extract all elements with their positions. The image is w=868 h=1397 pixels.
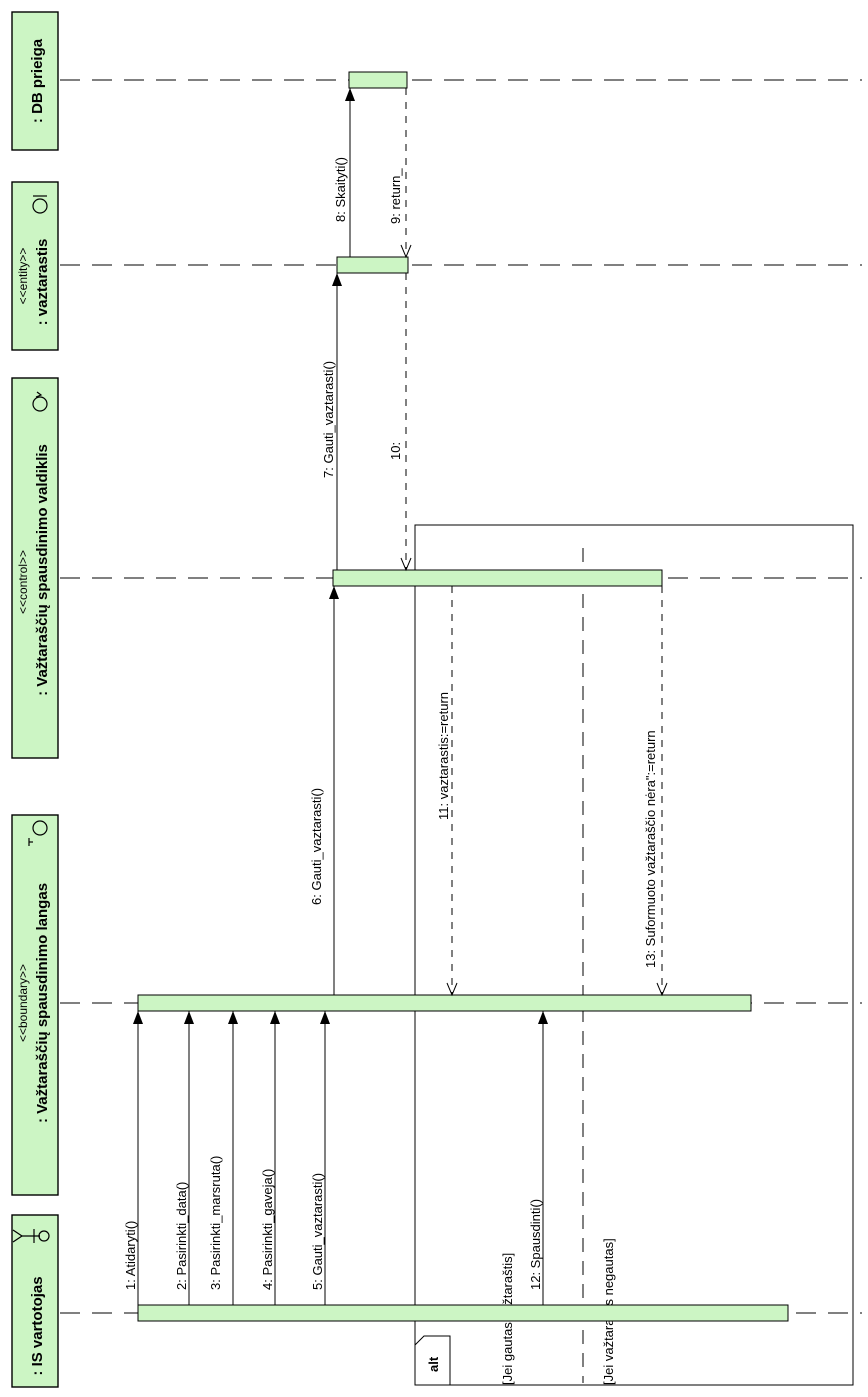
lifeline-head-boundary[interactable]: <<boundary>> : Važtaraščių spausdinimo l… xyxy=(11,814,59,1196)
message-9: 9: return_ xyxy=(388,88,412,259)
boundary-icon xyxy=(28,820,48,846)
activation-actor xyxy=(137,1304,789,1322)
entity-name: : vaztarastis xyxy=(34,239,51,326)
control-name: : Važtaraščių spausdinimo valdiklis xyxy=(34,444,51,696)
message-4: 4: Pasirinkti_gaveja() xyxy=(260,1011,280,1305)
control-stereotype: <<control>> xyxy=(16,550,30,614)
svg-text:3: Pasirinkti_marsruta(): 3: Pasirinkti_marsruta() xyxy=(208,1156,223,1290)
boundary-name: : Važtaraščių spausdinimo langas xyxy=(34,883,51,1123)
svg-text:5: Gauti_vaztarasti(): 5: Gauti_vaztarasti() xyxy=(310,1173,325,1290)
message-5: 5: Gauti_vaztarasti() xyxy=(310,1011,330,1305)
svg-text:13: Suformuoto važtaraščio nėr: 13: Suformuoto važtaraščio nėra":=return xyxy=(643,730,658,968)
message-12: 12: Spausdinti() xyxy=(528,1011,548,1305)
svg-text:6: Gauti_vaztarasti(): 6: Gauti_vaztarasti() xyxy=(309,788,324,905)
alt-tag xyxy=(414,1335,451,1385)
message-1: 1: Atidaryti() xyxy=(123,1011,143,1305)
message-7: 7: Gauti_vaztarasti() xyxy=(321,273,342,570)
svg-text:11: vaztarastis:=return: 11: vaztarastis:=return xyxy=(436,692,451,820)
svg-text:8: Skaityti(): 8: Skaityti() xyxy=(333,157,348,222)
message-13: 13: Suformuoto važtaraščio nėra":=return xyxy=(643,586,668,997)
message-6: 6: Gauti_vaztarasti() xyxy=(309,586,339,995)
lifeline-head-entity[interactable]: <<entity>> : vaztarastis xyxy=(11,181,59,351)
activation-boundary xyxy=(137,994,752,1012)
lifeline-head-db[interactable]: : DB prieiga xyxy=(11,11,59,151)
boundary-stereotype: <<boundary>> xyxy=(16,964,30,1042)
svg-text:1: Atidaryti(): 1: Atidaryti() xyxy=(123,1221,138,1290)
alt-operator: alt xyxy=(426,1356,441,1372)
message-3: 3: Pasirinkti_marsruta() xyxy=(208,1011,238,1305)
alt-fragment: alt [Jei gautas važtaraštis] [Jei važtar… xyxy=(414,524,854,1386)
actor-icon xyxy=(12,1229,50,1243)
lifeline-head-control[interactable]: <<control>> : Važtaraščių spausdinimo va… xyxy=(11,377,59,759)
svg-text:7: Gauti_vaztarasti(): 7: Gauti_vaztarasti() xyxy=(321,361,336,478)
message-2: 2: Pasirinkti_data() xyxy=(174,1011,194,1305)
svg-text:10:: 10: xyxy=(388,442,403,460)
actor-name: : IS vartotojas xyxy=(29,1276,46,1375)
activation-control xyxy=(332,569,663,587)
message-8: 8: Skaityti() xyxy=(333,88,355,257)
message-10: 10: xyxy=(388,273,412,572)
svg-text:12: Spausdinti(): 12: Spausdinti() xyxy=(528,1199,543,1290)
svg-text:2: Pasirinkti_data(): 2: Pasirinkti_data() xyxy=(174,1182,189,1290)
db-name: : DB prieiga xyxy=(29,38,46,123)
control-icon xyxy=(32,391,48,412)
lifeline-head-actor[interactable]: : IS vartotojas xyxy=(11,1214,59,1388)
message-11: 11: vaztarastis:=return xyxy=(436,586,458,997)
activation-entity xyxy=(336,256,409,274)
alt-frame xyxy=(414,524,854,1386)
activation-db xyxy=(348,71,408,89)
svg-text:4: Pasirinkti_gaveja(): 4: Pasirinkti_gaveja() xyxy=(260,1169,275,1290)
entity-icon xyxy=(32,195,48,214)
svg-text:9: return_: 9: return_ xyxy=(388,168,403,224)
entity-stereotype: <<entity>> xyxy=(16,248,30,305)
